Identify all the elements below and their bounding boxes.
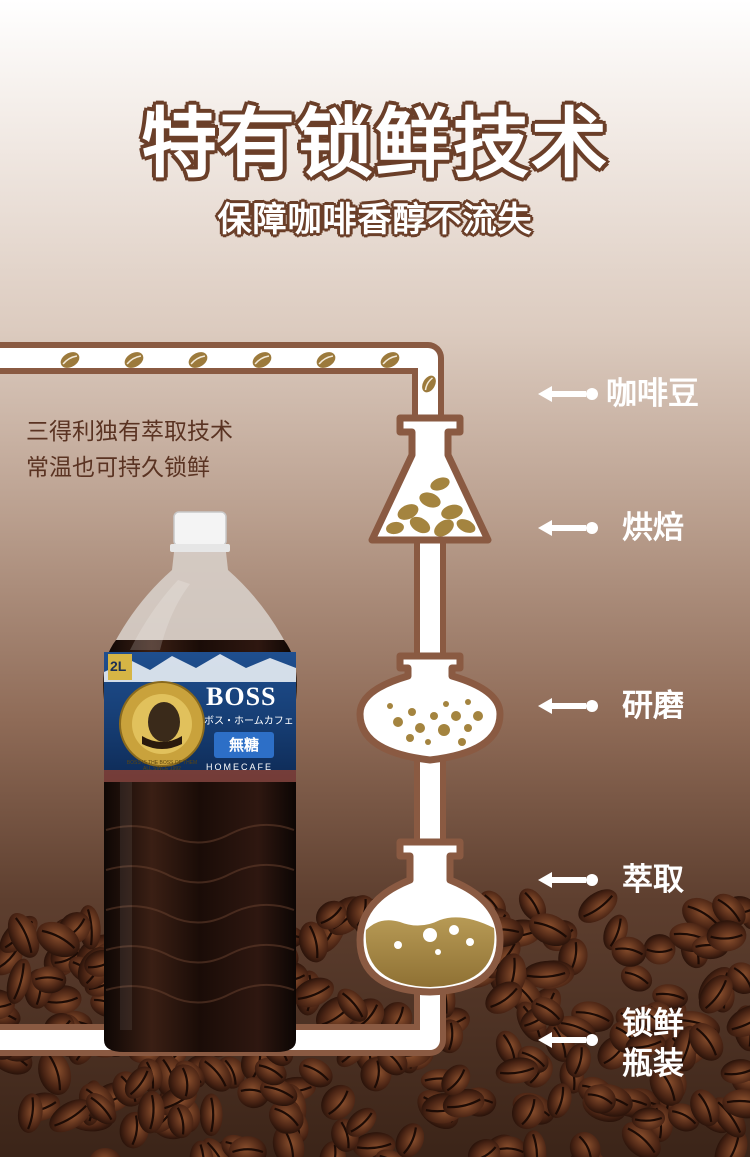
coffee-bean-icon [712,893,746,928]
coffee-bean-icon [698,974,733,1014]
coffee-bean-icon [31,966,67,994]
coffee-bean-icon [167,1104,194,1139]
coffee-bean-icon [199,1093,223,1137]
arrow-icon [538,386,598,402]
grinding-flask-icon [356,652,504,764]
arrow-icon [538,872,598,888]
step-label-line: 瓶装 [622,1046,684,1082]
coffee-bean-icon [260,1078,298,1107]
size-badge: 2L [110,658,127,674]
extraction-flask-icon [356,838,504,996]
coffee-bean-icon [712,1097,746,1138]
coffee-bean-icon [86,1093,117,1125]
step-label-extraction: 萃取 [622,862,684,898]
coffee-bean-icon [49,1099,92,1133]
arrow-icon [538,1032,598,1048]
coffee-bean-icon [168,1064,201,1100]
coffee-bean-icon [578,889,618,923]
product-katakana: ボス・ホームカフェ [204,716,294,727]
step-label-roasting: 烘焙 [622,510,684,546]
coffee-bean-icon [441,1064,471,1096]
product-bottle [103,511,297,1052]
coffee-bean-icon [556,1015,596,1042]
step-label-bottling: 锁鲜 瓶装 [622,1004,684,1084]
product-line: HOMECAFE [206,762,274,772]
coffee-bean-icon [565,1043,591,1078]
coffee-bean-icon [511,1094,545,1130]
coffee-bean-icon [649,1064,684,1106]
step-label-grinding: 研磨 [622,688,684,724]
coffee-bean-icon [690,1089,720,1127]
coffee-bean-icon [189,1140,214,1157]
pipe-bean-row [60,352,436,393]
arrow-icon [538,520,598,536]
page-title: 特有锁鲜技术 [141,99,609,188]
coffee-bean-icon [337,988,368,1022]
coffee-bean-icon [228,1136,267,1157]
coffee-bean-icon [620,964,653,992]
coffee-bean-icon [38,1050,72,1095]
coffee-bean-icon [495,1057,539,1084]
coffee-bean-icon [7,912,40,958]
coffee-bean-icon [689,1022,724,1061]
roasting-flask-icon [368,414,492,544]
coffee-bean-icon [0,989,15,1020]
coffee-bean-icon [547,1083,572,1118]
coffee-bean-icon [706,920,747,952]
coffee-bean-icon [583,1084,616,1114]
coffee-bean-icon [298,1058,333,1088]
coffee-bean-icon [727,962,750,995]
coffee-bean-icon [298,921,329,963]
coffee-bean-icon [89,1148,123,1157]
coffee-bean-icon [395,1123,425,1157]
coffee-bean-icon [569,1132,601,1157]
coffee-bean-icon [6,958,32,1004]
coffee-bean-icon [315,900,347,930]
coffee-bean-icon [529,913,572,947]
coffee-bean-icon [722,1089,750,1119]
coffee-bean-icon [124,1066,154,1099]
coffee-bean-icon [635,1005,670,1034]
coffee-bean-icon [198,1055,232,1092]
coffee-bean-icon [137,1090,165,1134]
coffee-bean-icon [611,936,647,967]
arrow-icon [538,698,598,714]
coffee-bean-icon [467,1139,501,1157]
coffee-bean-icon [346,1107,377,1137]
step-arrows [538,386,598,1048]
step-label-coffee-bean: 咖啡豆 [606,376,699,412]
coffee-bean-icon [17,1093,43,1133]
brand-logo-text: BOSS [206,682,277,711]
coffee-bean-icon [293,977,334,1008]
coffee-bean-icon [523,1130,547,1157]
description-line: 常温也可持久锁鲜 [26,455,210,481]
coffee-bean-icon [321,1084,356,1120]
coffee-bean-icon [625,1032,666,1057]
coffee-bean-icon [720,1059,750,1084]
coffee-bean-icon [442,1088,485,1118]
coffee-bean-icon [631,1107,666,1130]
variant-badge: 無糖 [228,736,259,754]
tech-description: 三得利独有萃取技术 常温也可持久锁鲜 [26,414,233,486]
coffee-bean-icon [36,921,80,958]
step-label-line: 锁鲜 [622,1006,684,1042]
coffee-bean-icon [522,960,570,988]
coffee-bean-icon [621,1121,661,1157]
seal-text: BOSS IS THE BOSS OF THEM ALL SINCE 1992 [126,760,198,772]
coffee-bean-icon [485,981,523,1014]
coffee-bean-icon [643,934,676,965]
coffee-bean-icon [531,997,564,1026]
page-subtitle: 保障咖啡香醇不流失 [217,200,533,240]
coffee-bean-icon [319,1141,346,1157]
coffee-bean-icon [268,1100,304,1134]
description-line: 三得利独有萃取技术 [26,419,233,445]
